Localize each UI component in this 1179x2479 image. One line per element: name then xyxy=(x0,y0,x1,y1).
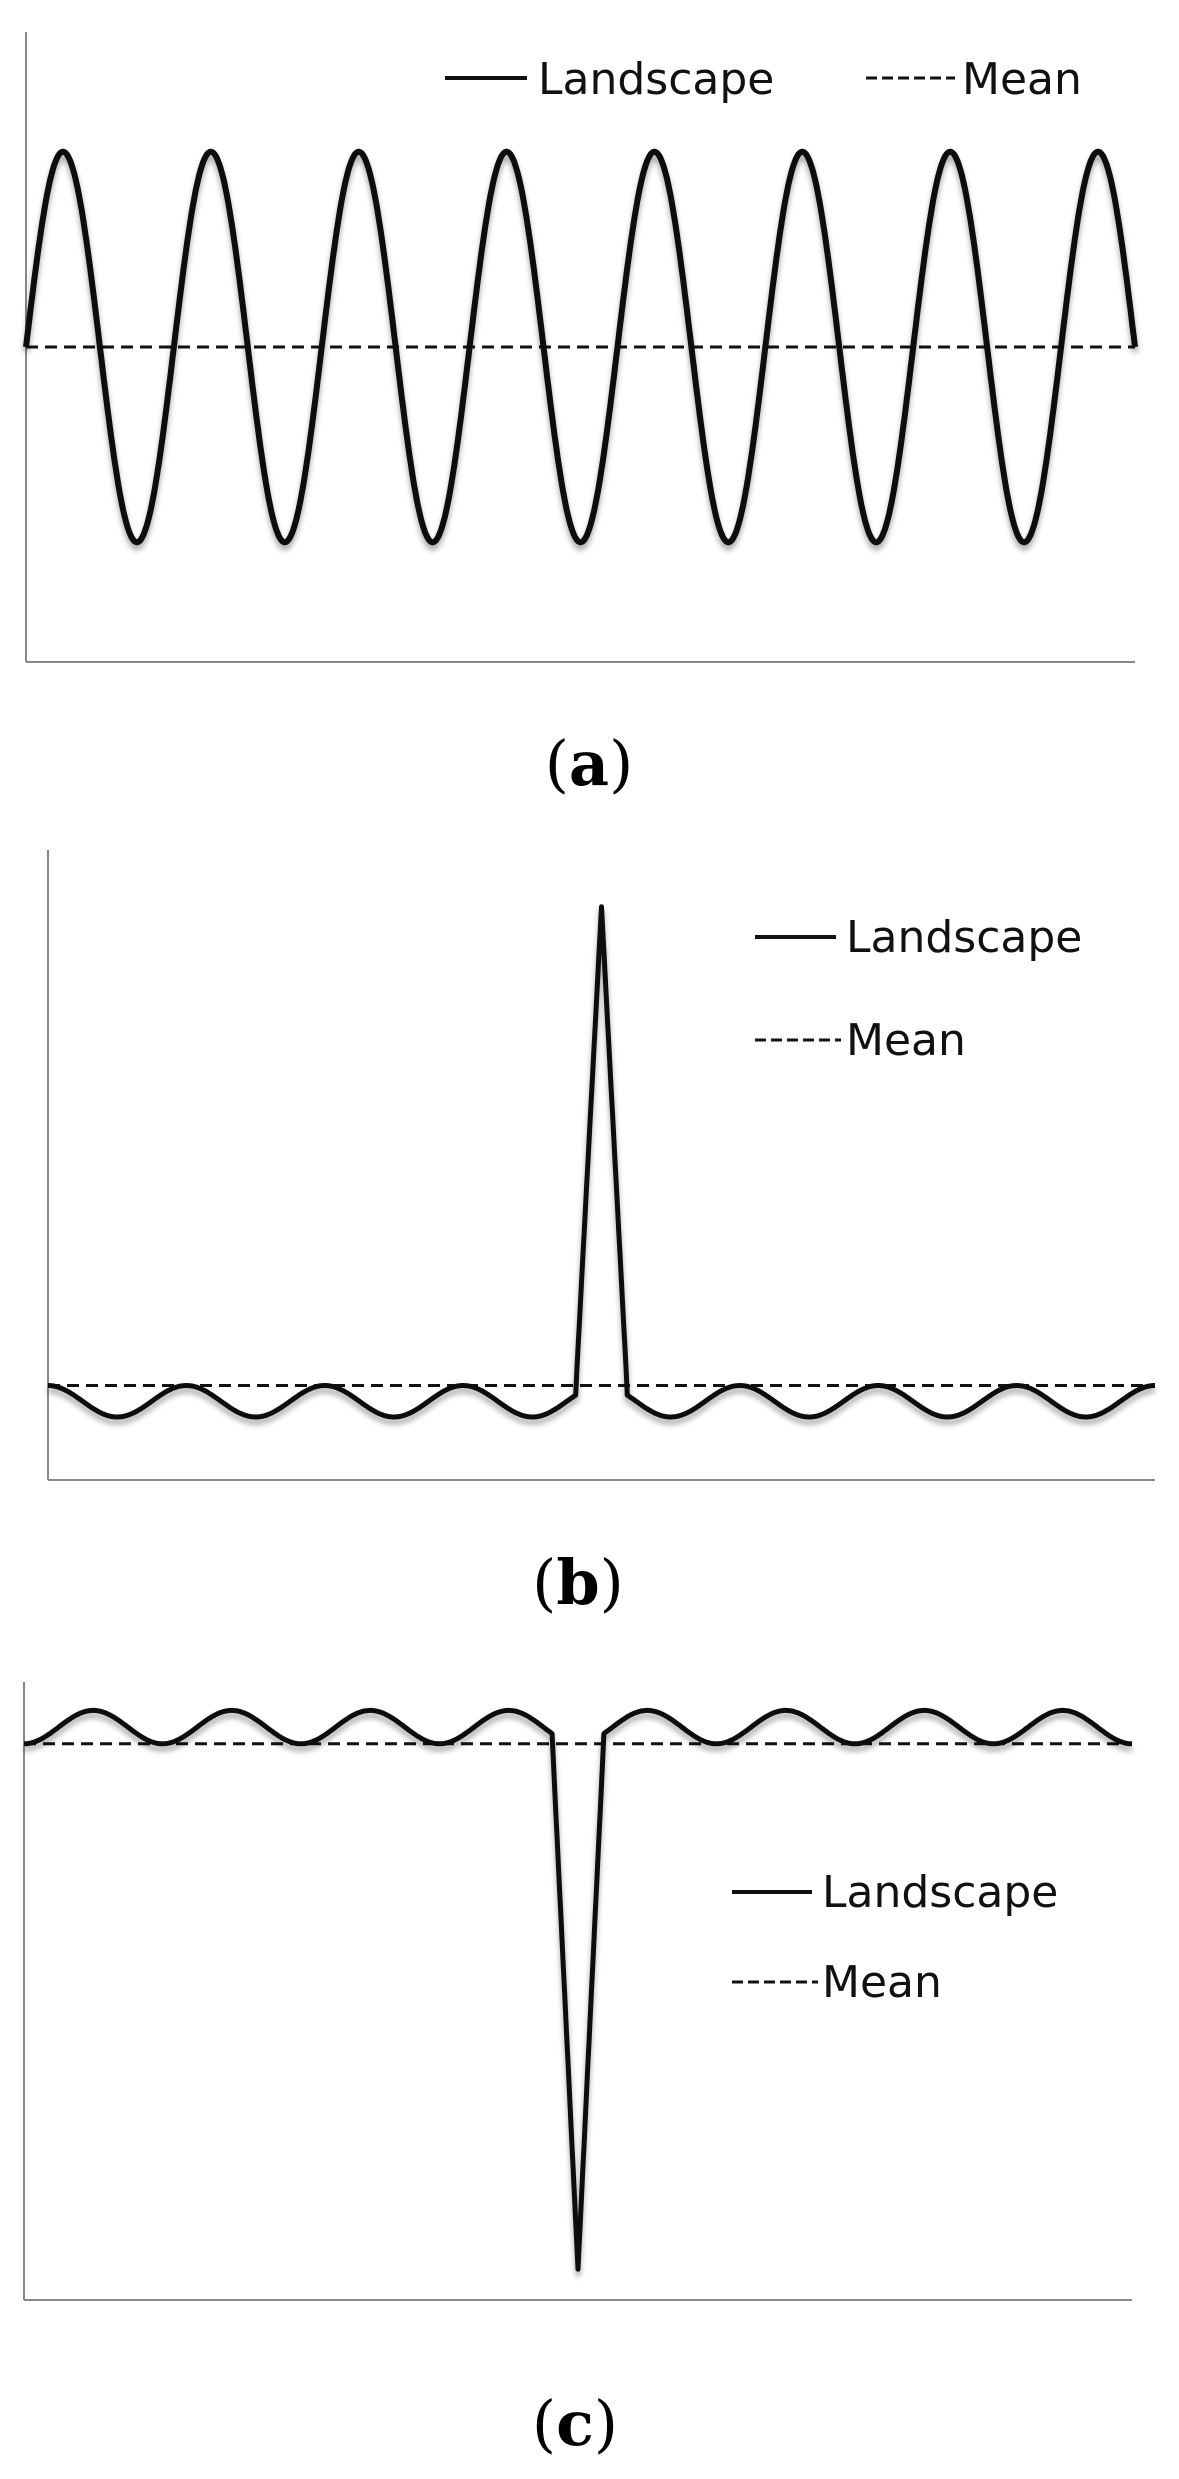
panel-b-legend: Landscape Mean xyxy=(755,912,1082,1066)
panel-c-axes xyxy=(23,1682,1132,2301)
panel-b-legend-mean-label: Mean xyxy=(846,1015,966,1066)
panel-c-landscape-line xyxy=(22,1707,1134,2272)
panel-a-legend-landscape-label: Landscape xyxy=(538,54,774,105)
panel-b-axes xyxy=(47,850,1155,1481)
panel-a-landscape-line xyxy=(23,148,1138,546)
panel-b: Landscape Mean (b) xyxy=(46,850,1157,1619)
panel-c-legend-landscape-label: Landscape xyxy=(822,1867,1058,1918)
panel-a-caption: (a) xyxy=(545,727,634,800)
panel-c-caption: (c) xyxy=(532,2387,618,2460)
panel-c-legend: Landscape Mean xyxy=(732,1867,1058,2008)
panel-b-caption-letter: b xyxy=(556,1546,599,1619)
panel-b-legend-landscape-label: Landscape xyxy=(846,912,1082,963)
panel-c-caption-letter: c xyxy=(556,2387,594,2460)
panel-b-landscape-line xyxy=(46,904,1157,1420)
panel-a-caption-letter: a xyxy=(569,727,609,800)
panel-c-legend-mean-label: Mean xyxy=(822,1957,942,2008)
panel-a: Landscape Mean (a) xyxy=(23,32,1138,800)
panel-a-legend-mean-label: Mean xyxy=(962,54,1082,105)
panel-c: Landscape Mean (c) xyxy=(22,1682,1134,2460)
panel-b-caption: (b) xyxy=(532,1546,624,1619)
panel-a-legend: Landscape Mean xyxy=(445,54,1082,105)
